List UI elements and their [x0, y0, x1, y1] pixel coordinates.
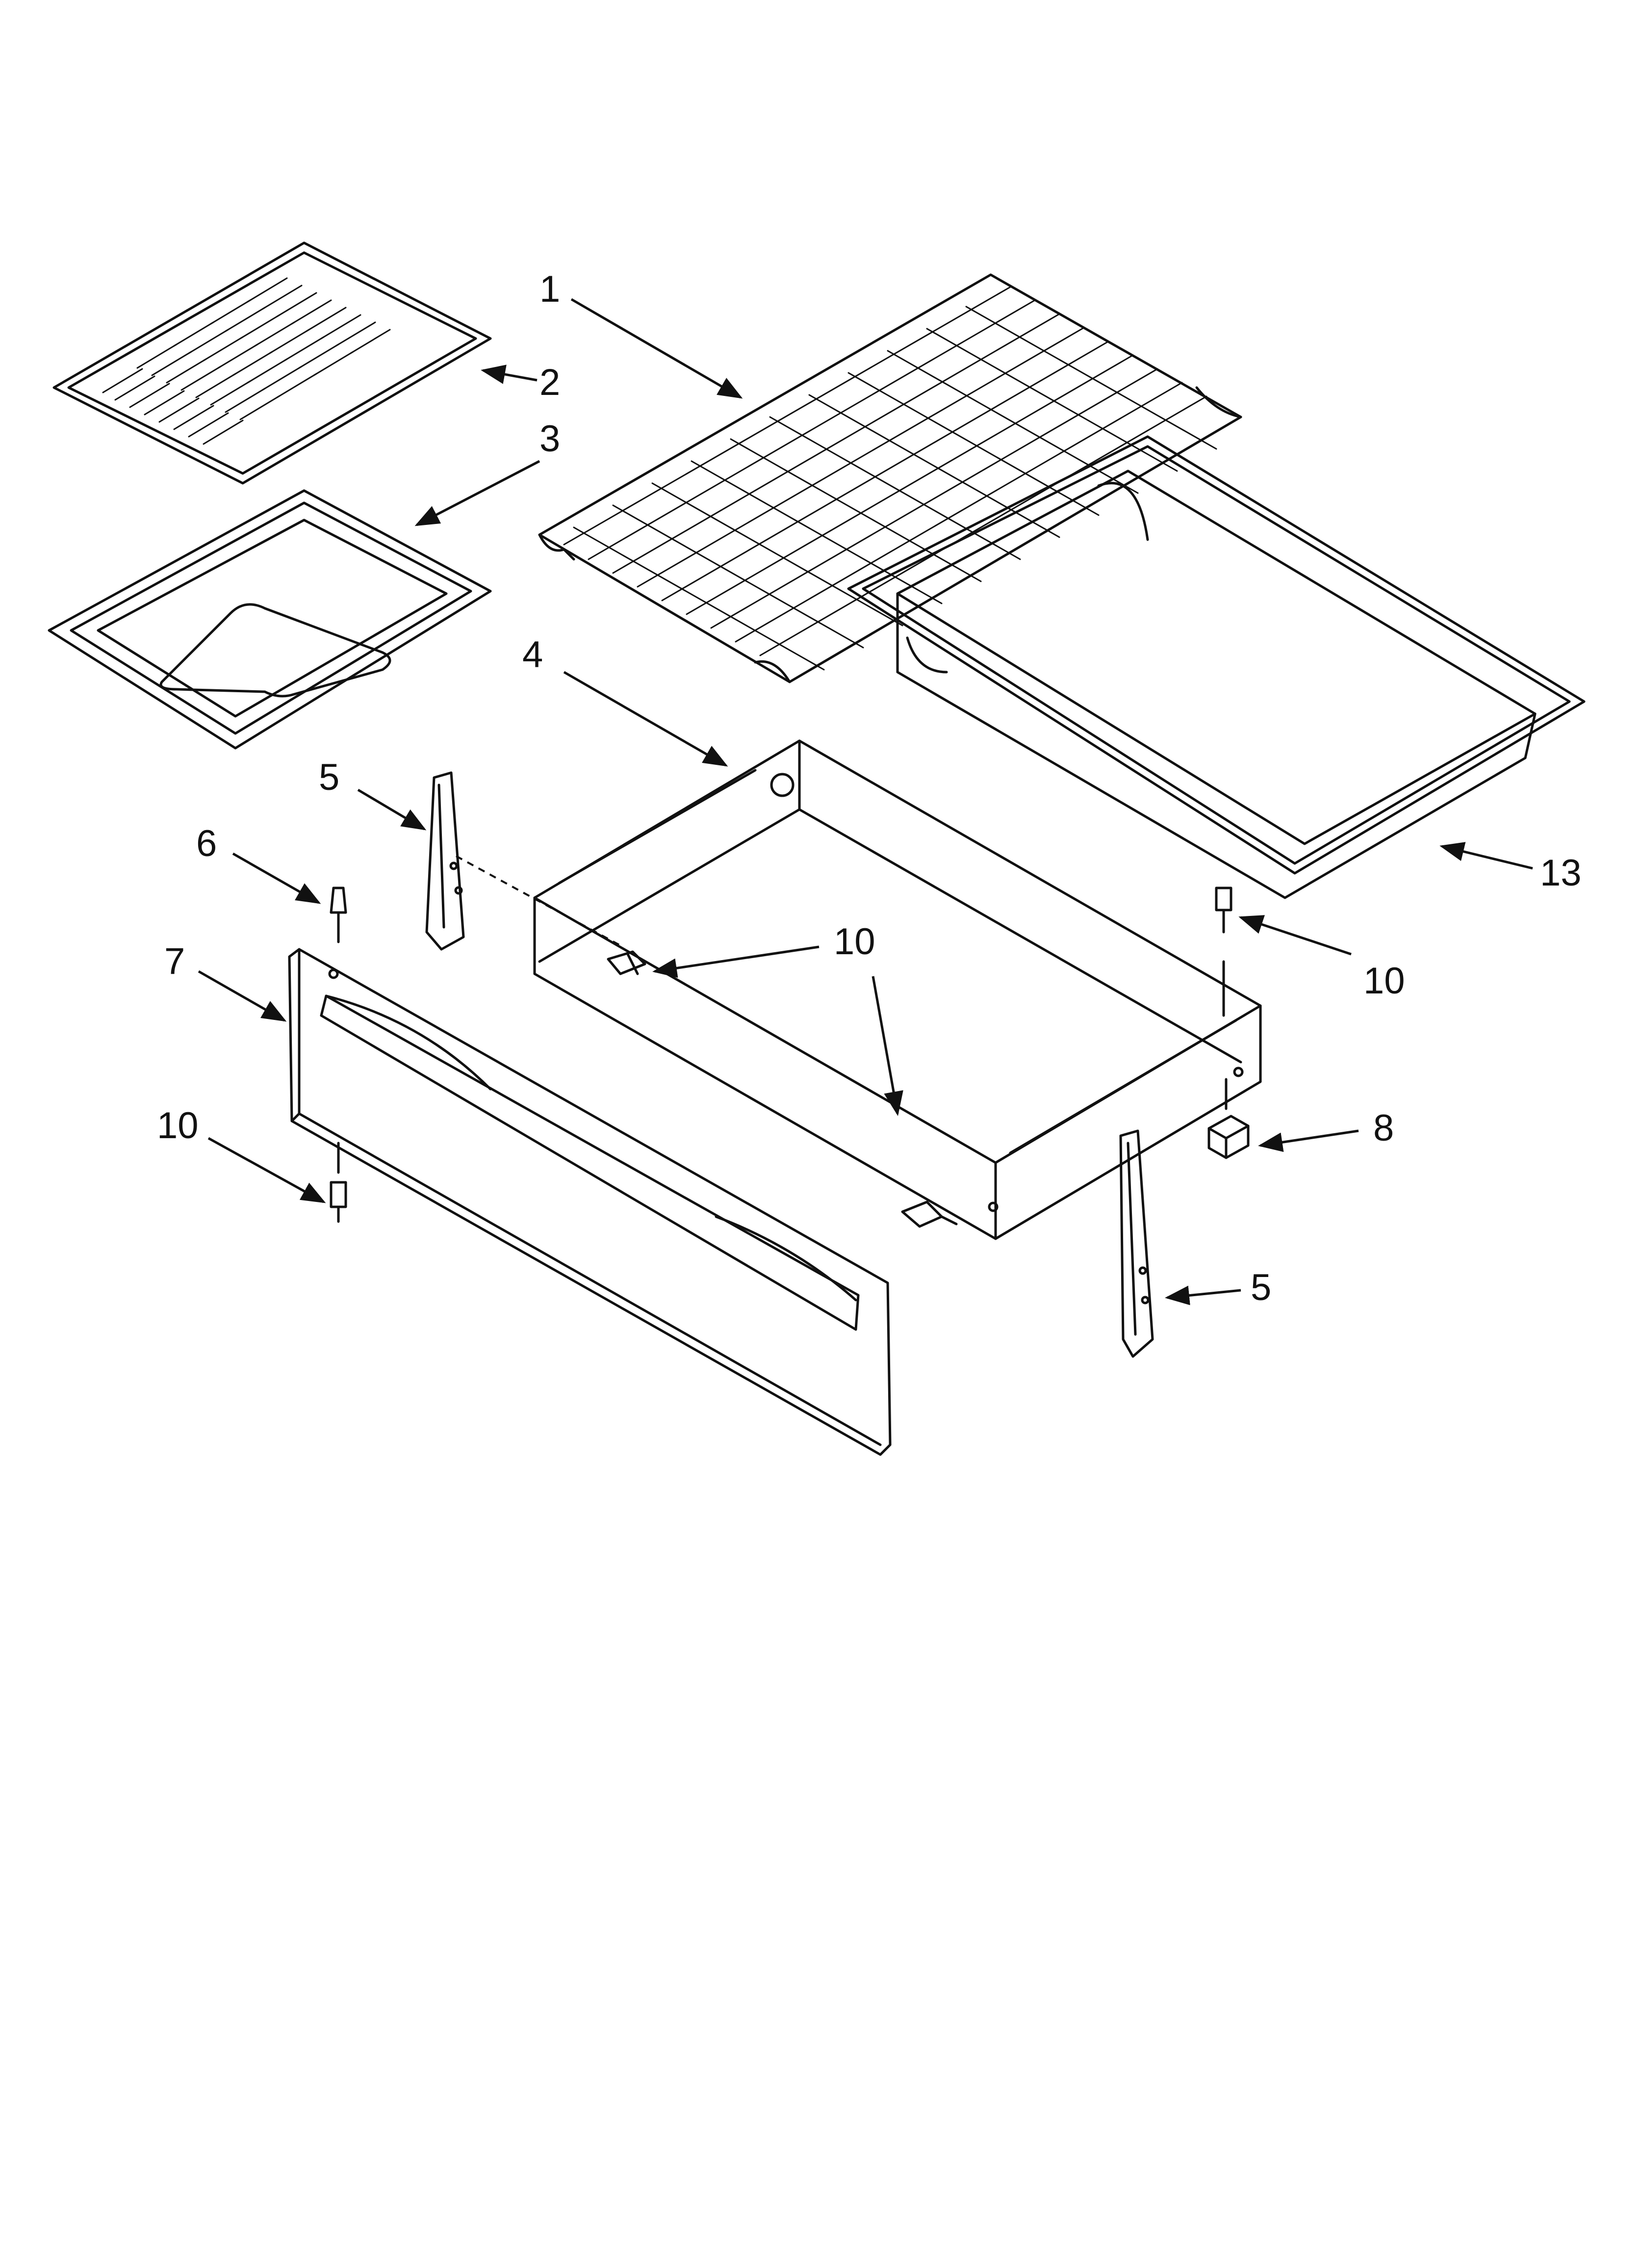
callout-5b: 5	[1251, 1267, 1271, 1308]
bracket-part	[1207, 1078, 1250, 1159]
callout-13: 13	[1540, 852, 1582, 894]
screw-drawer-left	[607, 950, 646, 975]
drawer-slide-left	[425, 771, 465, 951]
callout-10c: 10	[157, 1105, 199, 1147]
leader-lines	[198, 298, 1533, 1305]
drawer-liner	[847, 435, 1586, 899]
callout-6: 6	[196, 823, 217, 864]
screw-right	[1215, 886, 1232, 1017]
callout-10a: 10	[834, 921, 875, 963]
drawer-slide-right	[1119, 1129, 1154, 1358]
screw-drawer-front	[901, 1200, 958, 1228]
broiler-grid	[52, 241, 492, 485]
callout-1: 1	[539, 268, 560, 310]
oven-rack	[538, 273, 1242, 683]
callout-7: 7	[164, 940, 185, 982]
callout-2: 2	[539, 362, 560, 403]
callout-8: 8	[1373, 1107, 1394, 1149]
pin-part	[330, 886, 347, 943]
callout-3: 3	[539, 418, 560, 460]
screw-panel-bottom	[330, 1142, 347, 1223]
callout-10b: 10	[1363, 960, 1405, 1002]
callout-4: 4	[522, 634, 543, 676]
drawer-front-panel	[288, 948, 892, 1456]
callout-5a: 5	[319, 756, 339, 798]
drawer-body	[533, 739, 1262, 1240]
broiler-pan	[48, 489, 492, 750]
slide-alignment-line	[456, 855, 623, 948]
